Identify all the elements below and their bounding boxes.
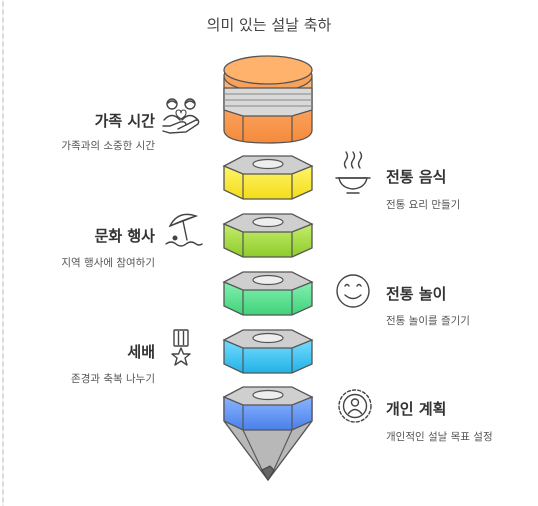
- label-personal-plan: 개인 계획: [386, 400, 447, 418]
- desc-traditional-games: 전통 놀이를 즐기기: [386, 315, 470, 327]
- smiley-face-icon: [336, 274, 370, 308]
- segment-family-time: [223, 55, 313, 144]
- segment-traditional-food: [222, 155, 314, 200]
- label-traditional-food: 전통 음식: [386, 168, 447, 186]
- label-traditional-games: 전통 놀이: [386, 285, 447, 303]
- segment-sebae: [222, 329, 314, 374]
- left-dotted-border: [2, 0, 4, 506]
- desc-family-time: 가족과의 소중한 시간: [61, 140, 155, 152]
- segment-traditional-games: [222, 271, 314, 316]
- label-sebae: 세배: [127, 343, 155, 361]
- beach-umbrella-icon: [165, 213, 203, 247]
- person-badge-icon: [338, 389, 372, 423]
- desc-sebae: 존경과 축복 나누기: [71, 373, 155, 385]
- page-title: 의미 있는 설날 축하: [206, 16, 332, 34]
- segment-personal-plan: [222, 386, 314, 482]
- segment-cultural-event: [222, 213, 314, 258]
- family-heart-hand-icon: [162, 98, 200, 134]
- label-cultural-event: 문화 행사: [94, 227, 155, 245]
- label-family-time: 가족 시간: [94, 112, 155, 130]
- desc-traditional-food: 전통 요리 만들기: [386, 199, 461, 211]
- desc-cultural-event: 지역 행사에 참여하기: [61, 257, 155, 269]
- steaming-bowl-icon: [335, 151, 371, 194]
- desc-personal-plan: 개인적인 설날 목표 설정: [386, 431, 493, 443]
- medal-star-icon: [171, 329, 191, 366]
